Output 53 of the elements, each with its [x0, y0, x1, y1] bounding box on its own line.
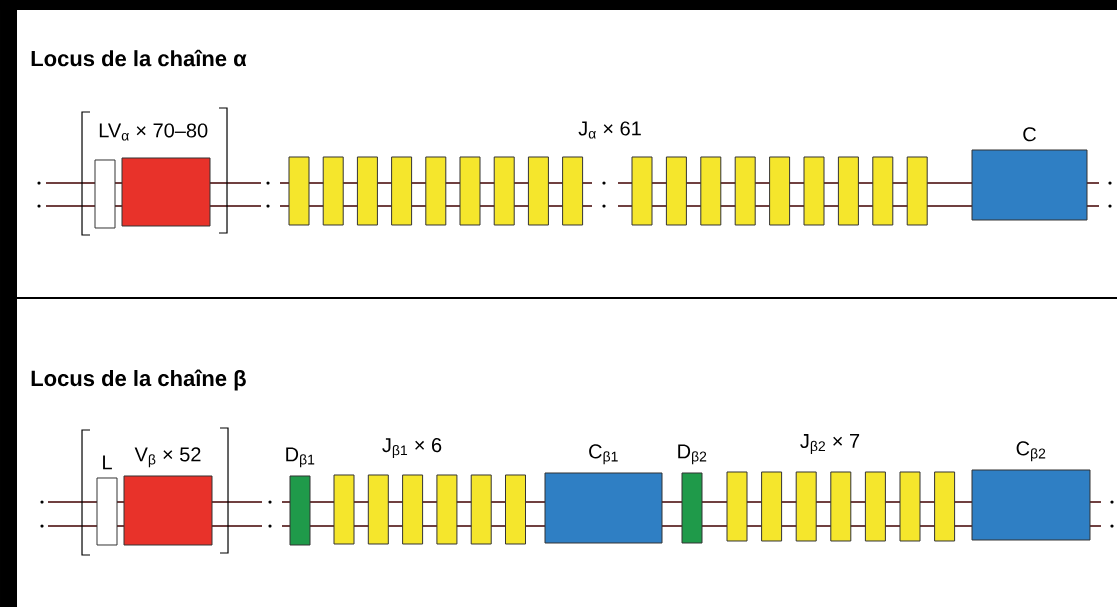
node-label: D$_{β1}$ [286, 447, 315, 468]
gene-segment-box [906, 156, 928, 226]
gene-segment-box [121, 157, 211, 227]
gene-segment: V$_{β}$ × 52 [123, 447, 213, 546]
gene-segment: D$_{β2}$ [678, 444, 707, 544]
gene-segment-box [94, 159, 116, 229]
gene-segment-box [356, 156, 378, 226]
gene-segment-box [795, 471, 817, 542]
gene-segment-box [665, 156, 687, 226]
gene-segment-box [288, 156, 310, 226]
gene-segment: C [971, 127, 1088, 221]
gene-segment-box [631, 156, 653, 226]
gene-segment-box [391, 156, 413, 226]
gene-segment-box [527, 156, 549, 226]
gene-segment-box [761, 471, 783, 542]
gene-segment: L [96, 455, 118, 546]
node-label: C$_{β1}$ [589, 444, 618, 465]
gene-segment-box [322, 156, 344, 226]
segment-label: J$_{β1}$ × 6 [382, 438, 442, 458]
segment-label: J$_{α}$ × 61 [578, 121, 641, 139]
segment-label: LV$_{α}$ × 70–80 [99, 123, 208, 141]
gene-segment-box [700, 156, 722, 226]
gene-segment-box [425, 156, 447, 226]
node-label: C [1023, 127, 1036, 142]
gene-segment-box [505, 474, 526, 545]
gene-segment-box [333, 474, 355, 545]
gene-segment-box [830, 471, 852, 542]
gene-segment: C$_{β1}$ [544, 444, 663, 544]
gene-segment-box [934, 471, 956, 542]
gene-segment-box [493, 156, 515, 226]
title: Locus de la chaîne β [31, 369, 246, 391]
node-label: C$_{β2}$ [1016, 441, 1046, 462]
gene-segment: D$_{β1}$ [286, 447, 315, 546]
gene-segment-box [562, 156, 584, 226]
gene-segment-box [769, 156, 791, 226]
gene-segment-box [837, 156, 859, 226]
segment-label: J$_{β2}$ × 7 [800, 434, 860, 454]
gene-segment-box [436, 474, 458, 545]
title: Locus de la chaîne α [31, 49, 247, 67]
gene-segment-box [872, 156, 894, 226]
gene-segment-box [470, 474, 492, 545]
gene-segment-box [459, 156, 481, 226]
gene-segment-box [367, 474, 389, 545]
gene-segment-box [803, 156, 825, 226]
gene-segment-box [402, 474, 424, 545]
gene-segment-box [734, 156, 756, 226]
gene-segment-box [899, 471, 921, 542]
gene-segment-box [864, 471, 886, 542]
node-label: V$_{β}$ × 52 [134, 447, 201, 468]
node-label: L [103, 455, 112, 470]
gene-segment-box [726, 471, 748, 542]
gene-segment: C$_{β2}$ [971, 441, 1091, 541]
node-label: D$_{β2}$ [678, 444, 707, 465]
